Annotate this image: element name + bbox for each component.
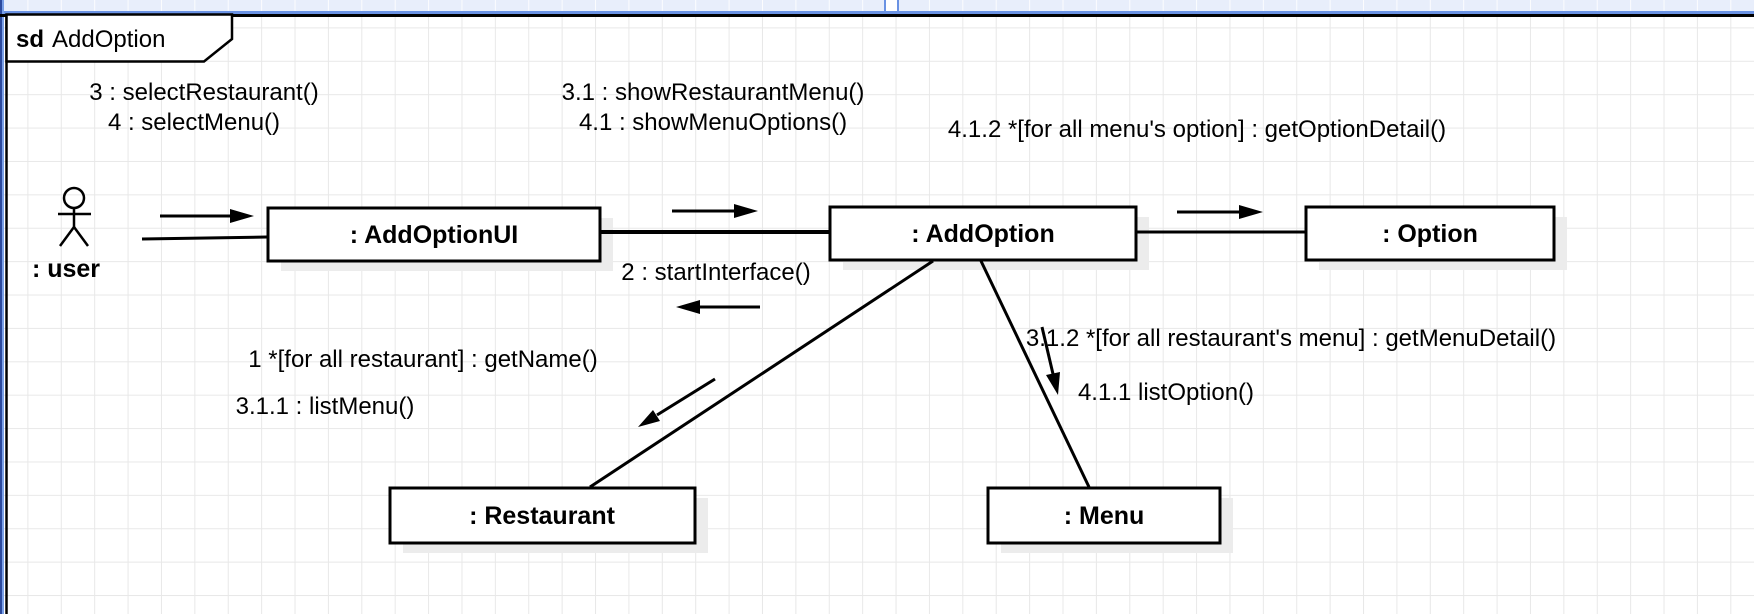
page-divider-notch: [884, 0, 899, 11]
actor-leg-left: [58, 226, 76, 247]
message-1-getname[interactable]: 1 *[for all restaurant] : getName(): [248, 346, 597, 373]
message-3-1-showrestaurantmenu[interactable]: 3.1 : showRestaurantMenu(): [562, 79, 865, 106]
link-addoption-menu[interactable]: [979, 260, 1091, 488]
object-addoption-label: : AddOption: [911, 220, 1054, 248]
arrow-addoption-to-menu[interactable]: [1040, 326, 1060, 395]
object-option[interactable]: [1304, 205, 1556, 262]
message-4-1-2-getoptiondetail[interactable]: 4.1.2 *[for all menu's option] : getOpti…: [948, 116, 1446, 143]
arrow-addoptionui-to-addoption[interactable]: [672, 204, 758, 218]
message-4-1-showmenuoptions[interactable]: 4.1 : showMenuOptions(): [579, 109, 847, 136]
message-2-startinterface[interactable]: 2 : startInterface(): [621, 259, 810, 286]
arrow-addoption-to-option[interactable]: [1177, 205, 1263, 219]
sd-frame-tab[interactable]: [5, 13, 234, 63]
object-addoption[interactable]: [828, 205, 1138, 262]
message-4-1-1-listoption[interactable]: 4.1.1 listOption(): [1078, 379, 1254, 406]
object-restaurant[interactable]: [388, 486, 697, 545]
object-restaurant-label: : Restaurant: [469, 502, 616, 530]
object-menu-label: : Menu: [1064, 502, 1145, 530]
object-addoptionui-label: : AddOptionUI: [350, 221, 518, 249]
arrow-addoption-to-restaurant[interactable]: [638, 377, 716, 427]
arrow-addoption-to-addoptionui[interactable]: [676, 300, 760, 314]
actor-leg-right: [72, 226, 90, 247]
actor-head: [62, 186, 86, 210]
message-3-selectrestaurant[interactable]: 3 : selectRestaurant(): [89, 79, 318, 106]
frame-title: AddOption: [52, 26, 165, 53]
link-addoption-restaurant[interactable]: [589, 259, 934, 489]
message-3-1-2-getmenudetail[interactable]: 3.1.2 *[for all restaurant's menu] : get…: [1026, 325, 1556, 352]
actor-user-label[interactable]: : user: [32, 255, 100, 283]
arrow-user-to-addoptionui[interactable]: [160, 209, 254, 223]
message-3-1-1-listmenu[interactable]: 3.1.1 : listMenu(): [236, 393, 415, 420]
link-user-addoptionui[interactable]: [141, 235, 268, 241]
object-addoptionui[interactable]: [266, 206, 602, 263]
object-menu[interactable]: [986, 486, 1222, 545]
page-margin-band: [0, 0, 1754, 11]
message-4-selectmenu[interactable]: 4 : selectMenu(): [108, 109, 280, 136]
actor-user[interactable]: [58, 186, 91, 247]
page-border-left: [0, 0, 4, 614]
page-border-top: [0, 11, 1754, 14]
object-option-label: : Option: [1382, 220, 1478, 248]
frame-keyword: sd: [16, 26, 44, 53]
